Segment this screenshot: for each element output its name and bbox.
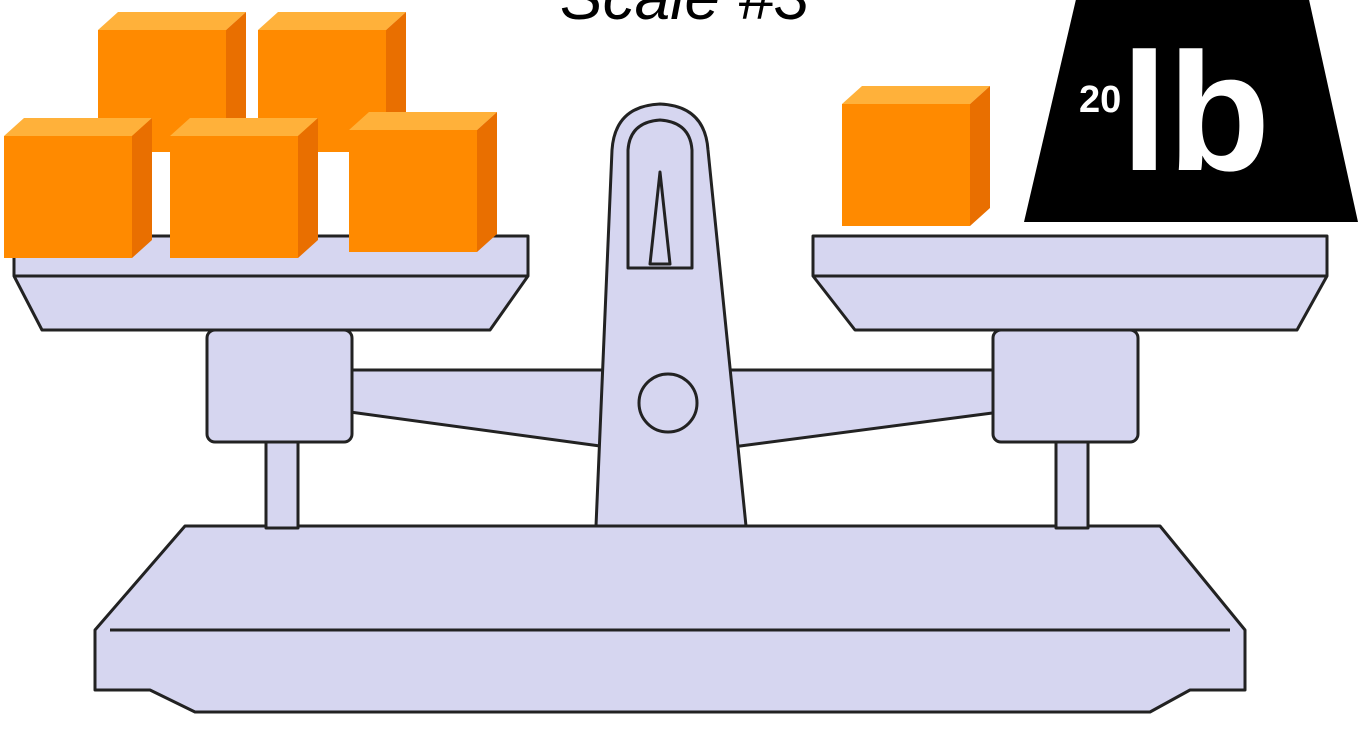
right-pan-cubes [842,86,990,226]
right-pan-block [993,330,1138,442]
cube [4,118,152,258]
weight-amount: 20 [1079,79,1121,121]
weight-20lb: 20 lb [1024,0,1358,222]
right-pan [813,236,1327,330]
right-pan-post [1056,440,1088,528]
left-pan-cubes [4,12,497,258]
left-pan-block [207,330,352,442]
weight-unit: lb [1121,18,1270,206]
scale-base [95,526,1245,712]
pivot [639,374,697,432]
left-pan-post [266,440,298,528]
cube [842,86,990,226]
cube [349,112,497,252]
cube [170,118,318,258]
